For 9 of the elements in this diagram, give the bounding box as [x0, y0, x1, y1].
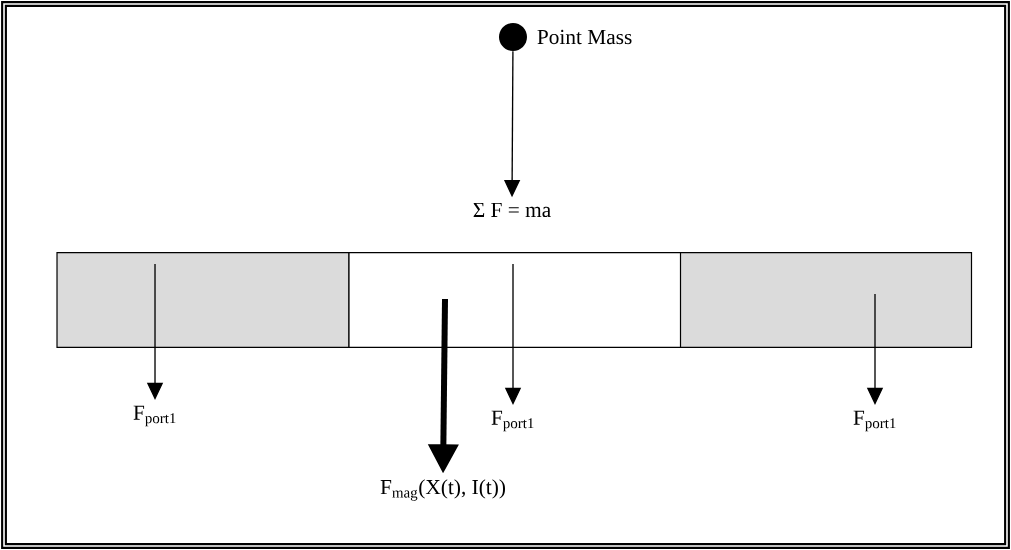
formula-label: F$_{mag}$(X(t), I(t)) [380, 479, 505, 501]
bar-segment [348, 252, 682, 348]
bar-segment [679, 252, 973, 348]
formula-label: Σ F = ma [473, 202, 551, 218]
formula-label: F$_{port1}$ [853, 410, 896, 432]
formula-label: F$_{port1}$ [491, 410, 534, 432]
bar-segment [56, 252, 350, 348]
formula-label: F$_{port1}$ [133, 405, 176, 427]
beside-label: Point Mass [537, 29, 632, 45]
